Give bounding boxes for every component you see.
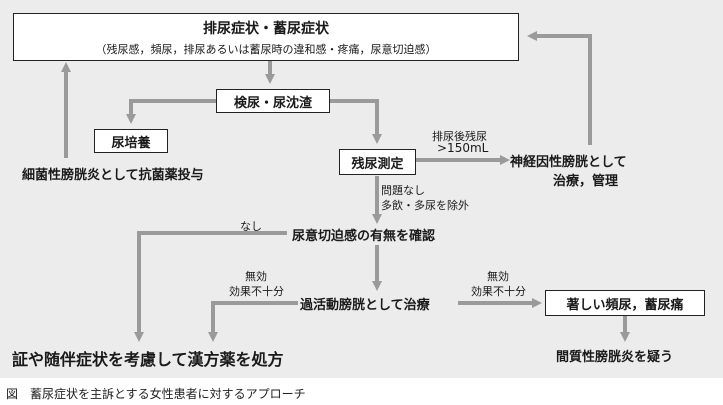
arrow-urinalysis-to-culture bbox=[126, 99, 218, 124]
post-void-line2: >150mL bbox=[437, 141, 489, 155]
no-problem-line1: 問題なし bbox=[381, 184, 425, 197]
none-label: なし bbox=[240, 220, 262, 233]
neuro-line2: 治療，管理 bbox=[553, 174, 619, 189]
arrow-neuro-to-top bbox=[527, 31, 592, 145]
flowchart-canvas: 排尿症状・蓄尿症状 （残尿感，頻尿，排尿あるいは蓄尿時の違和感・疼痛，尿意切迫感… bbox=[0, 0, 723, 378]
symptoms-subtitle: （残尿感，頻尿，排尿あるいは蓄尿時の違和感・疼痛，尿意切迫感） bbox=[95, 42, 437, 56]
oab-label: 過活動膀胱として治療 bbox=[300, 298, 430, 313]
figure-caption: 図 蓄尿症状を主訴とする女性患者に対するアプローチ bbox=[6, 387, 306, 401]
residual-urine-box: 残尿測定 bbox=[339, 149, 416, 175]
antibiotics-label: 細菌性膀胱炎として抗菌薬投与 bbox=[22, 168, 204, 183]
post-void-line1: 排尿後残尿 bbox=[432, 130, 487, 143]
arrow-urgency-to-kampo bbox=[134, 231, 287, 342]
neuro-line1: 神経因性膀胱として bbox=[510, 155, 627, 170]
kampo-label: 証や随伴症状を考慮して漢方薬を処方 bbox=[12, 350, 284, 369]
urinalysis-box: 検尿・尿沈渣 bbox=[216, 89, 330, 113]
invalid2-line2: 効果不十分 bbox=[471, 285, 526, 298]
residual-urine-label: 残尿測定 bbox=[351, 156, 404, 172]
arrow-urinalysis-to-residual bbox=[328, 99, 382, 144]
invalid1-line2: 効果不十分 bbox=[229, 285, 284, 298]
invalid1-line1: 無効 bbox=[245, 270, 267, 283]
urinalysis-label: 検尿・尿沈渣 bbox=[233, 95, 312, 111]
arrow-oab-to-kampo bbox=[208, 301, 298, 342]
interstitial-cystitis-label: 間質性膀胱炎を疑う bbox=[556, 350, 674, 365]
symptoms-box: 排尿症状・蓄尿症状 （残尿感，頻尿，排尿あるいは蓄尿時の違和感・疼痛，尿意切迫感… bbox=[13, 13, 519, 61]
urgency-check-label: 尿意切迫感の有無を確認 bbox=[292, 229, 436, 244]
urine-culture-label: 尿培養 bbox=[111, 135, 151, 151]
urine-culture-box: 尿培養 bbox=[94, 129, 168, 153]
symptoms-title: 排尿症状・蓄尿症状 bbox=[203, 20, 329, 37]
arrow-layer bbox=[61, 31, 630, 342]
severe-symptoms-box: 著しい頻尿，蓄尿痛 bbox=[545, 290, 705, 316]
severe-symptoms-label: 著しい頻尿，蓄尿痛 bbox=[566, 297, 684, 313]
no-problem-line2: 多飲・多尿を除外 bbox=[381, 199, 469, 212]
invalid2-line1: 無効 bbox=[487, 270, 509, 283]
